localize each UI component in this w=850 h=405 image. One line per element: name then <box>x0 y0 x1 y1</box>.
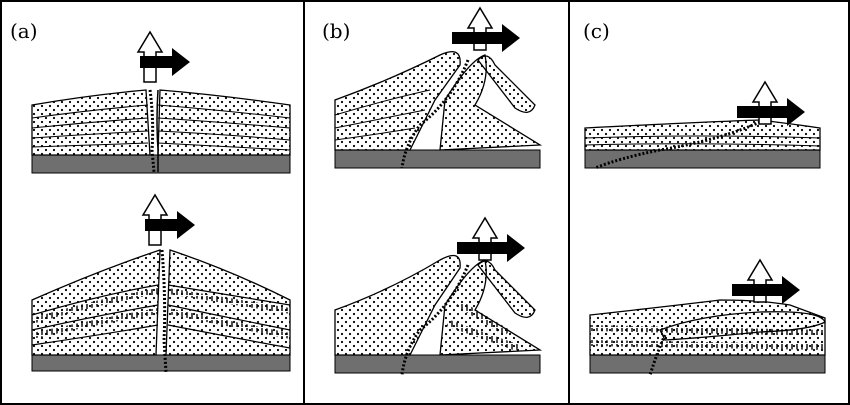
basement <box>589 354 826 374</box>
arrow-icon <box>737 80 805 126</box>
arrow-icon <box>457 216 525 262</box>
basement <box>31 154 291 174</box>
folded-lobe <box>477 55 536 113</box>
panel-c-top-section <box>584 119 821 170</box>
arrow-icon <box>141 193 195 246</box>
panel-b-bottom-section <box>334 254 543 376</box>
panel-a-bottom-section <box>31 249 291 373</box>
arrow-icon <box>452 6 520 52</box>
strata-lines <box>31 104 291 151</box>
sediment-layer <box>584 119 821 151</box>
panel-label-b: (b) <box>322 19 350 43</box>
fault-zone <box>594 120 761 170</box>
folded-lobe <box>477 260 536 318</box>
panel-b-top-section <box>334 51 543 169</box>
fault-zone <box>160 249 168 373</box>
basement <box>31 354 291 372</box>
sediment-wedge <box>334 254 461 356</box>
arrow-icon <box>136 30 190 83</box>
panel-a-top-section <box>31 89 291 174</box>
basement <box>334 149 541 169</box>
fault-zone <box>400 264 470 376</box>
arrow-icon <box>732 258 800 304</box>
basement <box>334 354 541 374</box>
sediment-wedge <box>334 51 461 151</box>
tick-marks <box>32 288 290 339</box>
tick-marks <box>446 300 520 351</box>
fault-zone <box>400 59 470 169</box>
fault-zone <box>148 89 156 173</box>
panel-label-c: (c) <box>583 19 610 43</box>
panel-c-bottom-section <box>589 299 826 376</box>
tick-strata <box>31 284 291 349</box>
panel-label-a: (a) <box>10 19 38 43</box>
tick-marks <box>590 325 825 350</box>
